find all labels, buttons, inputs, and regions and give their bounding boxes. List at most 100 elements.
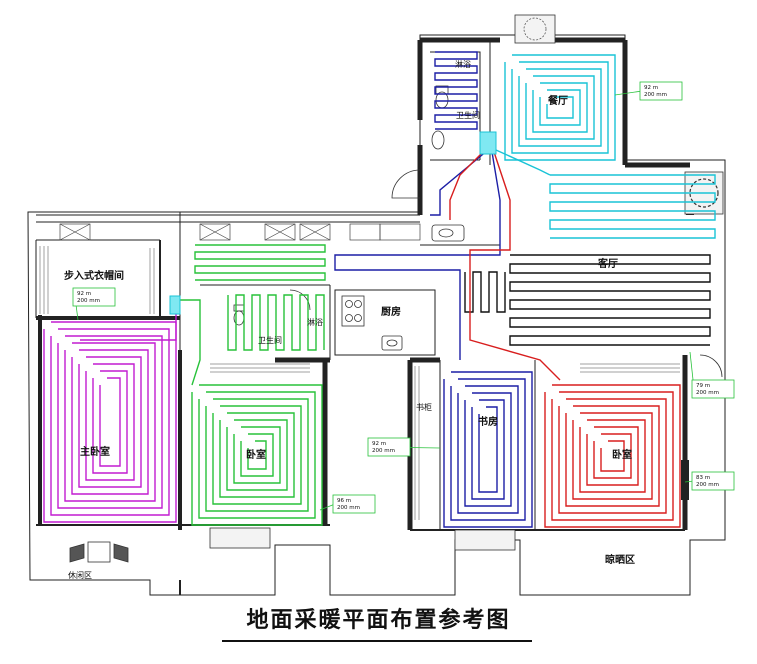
loop-tag-spacing: 200 mm (372, 448, 395, 454)
manifold-main (479, 131, 497, 155)
pipe-dining-ring (532, 82, 588, 133)
pipe-supply-teal (495, 149, 551, 176)
pipe-bath-top (434, 51, 478, 130)
loop-tag-leader (319, 503, 336, 511)
pipe-dining (504, 54, 616, 161)
pipe-dining-ring (511, 61, 609, 154)
loop-tag-length: 92 m (372, 441, 386, 447)
pipe-supply-red-b (469, 151, 561, 381)
stove-icon (341, 295, 365, 327)
label-bathroom-left: 卫生间 (258, 335, 282, 345)
pipe-living-lower-path (509, 254, 711, 346)
floor-plan-diagram: 餐厅 客厅 主卧室 卧室 书房 卧室 厨房 步入式衣帽间 卫生间 卫生间 书柜 … (27, 14, 735, 596)
label-master-bedroom: 主卧室 (80, 445, 110, 458)
pipe-master-ring (92, 370, 128, 474)
door-swing-icon (289, 169, 723, 378)
label-dining: 餐厅 (547, 94, 568, 107)
label-bedroom-right: 卧室 (612, 448, 632, 461)
pipe-supply-red-a (449, 149, 486, 220)
pipe-bedroom-left-ring (191, 384, 323, 526)
pipe-bedroom-right-ring (544, 384, 681, 528)
loop-tag-length: 92 m (644, 85, 658, 91)
loop-tag-spacing: 200 mm (696, 482, 719, 488)
pipe-bath-left-path (227, 294, 325, 351)
patio-furniture-icon (69, 541, 129, 563)
label-balcony-left: 休闲区 (68, 570, 92, 580)
pipe-bedroom-left-ring (233, 426, 281, 484)
loop-tag-length: 96 m (337, 498, 351, 504)
loop-tag-box (691, 471, 735, 491)
loop-tag-length: 92 m (77, 291, 91, 297)
heating-pipes (43, 51, 716, 528)
label-bathroom-top: 卫生间 (456, 110, 480, 120)
pipe-bedroom-right (544, 384, 681, 528)
pipe-dining-ring (539, 89, 581, 126)
pipe-master-ring (64, 342, 156, 502)
pipe-master-ring (57, 335, 163, 509)
pipe-bedroom-left-ring (205, 398, 309, 512)
pipe-bedroom-right-ring (558, 398, 667, 514)
room-labels: 餐厅 客厅 主卧室 卧室 书房 卧室 厨房 步入式衣帽间 卫生间 卫生间 书柜 … (64, 59, 635, 580)
pipe-supply-green (180, 299, 201, 386)
loop-tag-spacing: 200 mm (77, 298, 100, 304)
pipe-dining-ring (525, 75, 595, 140)
pipe-bedroom-left-ring (212, 405, 302, 505)
pipe-bedroom-right-ring (565, 405, 660, 507)
loop-tag-box (332, 494, 376, 514)
pipe-study-ring (457, 385, 519, 514)
pipe-bedroom-right-ring (551, 391, 674, 521)
pipe-supply-blue-a (430, 149, 489, 216)
pipe-bedroom-left-ring (226, 419, 288, 491)
pipe-bedroom-left-ring (247, 440, 267, 470)
loop-tag-leader (614, 90, 643, 96)
loop-tag-length: 83 m (696, 475, 710, 481)
loop-tag-spacing: 200 mm (644, 92, 667, 98)
label-walk-in-closet: 步入式衣帽间 (64, 269, 124, 282)
loop-tag-box (691, 379, 735, 399)
pipe-bedroom-right-ring (586, 426, 639, 486)
loop-tag-spacing: 200 mm (337, 505, 360, 511)
pipe-master-ring (78, 356, 142, 488)
loop-tag-length: 79 m (696, 383, 710, 389)
loop-tag-box (367, 437, 411, 457)
pipe-bath-top-path (434, 51, 478, 130)
label-bedroom-left: 卧室 (246, 448, 266, 461)
pipe-study-ring (471, 399, 505, 500)
pipe-bedroom-left (191, 384, 323, 526)
pipe-supply-blue-b (334, 151, 501, 360)
pipe-master-ring (99, 377, 121, 467)
loop-tag-spacing: 200 mm (696, 390, 719, 396)
pipe-master-ring (71, 349, 149, 495)
pipe-dining-ring (504, 54, 616, 161)
pipe-living-upper-path (549, 174, 716, 239)
manifold-secondary (169, 295, 181, 315)
pipe-study-ring (450, 378, 526, 521)
sink-icon (381, 130, 465, 351)
pipe-study-ring (478, 406, 498, 493)
pipe-master-ring (43, 321, 177, 523)
pipe-living-upper (549, 174, 716, 239)
label-shower-b: 淋浴 (307, 317, 323, 327)
pipe-bedroom-left-ring (240, 433, 274, 477)
label-kitchen: 厨房 (381, 305, 401, 318)
pipe-dining-ring (546, 96, 574, 119)
loop-tag-box (72, 287, 116, 307)
walls (27, 34, 726, 596)
pipe-master-ring (85, 363, 135, 481)
label-study: 书房 (478, 415, 498, 428)
label-shower-a: 淋浴 (455, 59, 471, 69)
label-balcony-right: 晾晒区 (605, 553, 635, 566)
toilet-icon (233, 85, 449, 326)
pipe-bedroom-right-ring (579, 419, 646, 493)
label-bookshelf: 书柜 (416, 402, 432, 412)
pipe-dining-ring (518, 68, 602, 147)
label-living: 客厅 (597, 257, 618, 270)
pipe-living-lower (509, 254, 711, 346)
wardrobe-cabinets (39, 223, 680, 520)
pipe-bath-left (227, 294, 325, 351)
